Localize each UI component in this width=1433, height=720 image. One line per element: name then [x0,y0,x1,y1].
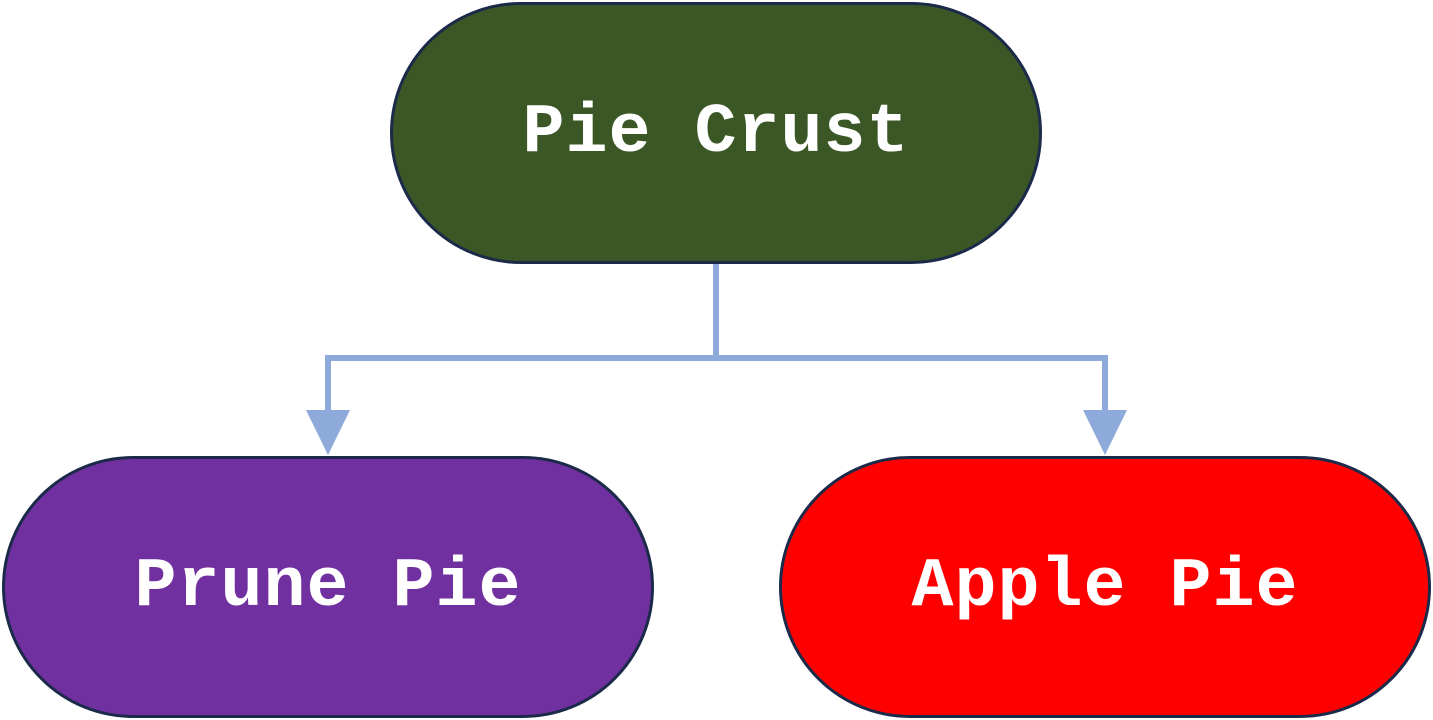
connector-lines [306,264,1127,455]
node-apple-pie: Apple Pie [779,456,1431,718]
node-prune-pie-label: Prune Pie [134,547,522,627]
node-pie-crust-label: Pie Crust [522,93,910,173]
arrowhead-right [1083,410,1127,455]
node-apple-pie-label: Apple Pie [911,547,1299,627]
arrowhead-left [306,410,350,455]
node-prune-pie: Prune Pie [2,456,654,718]
node-pie-crust: Pie Crust [390,2,1042,264]
